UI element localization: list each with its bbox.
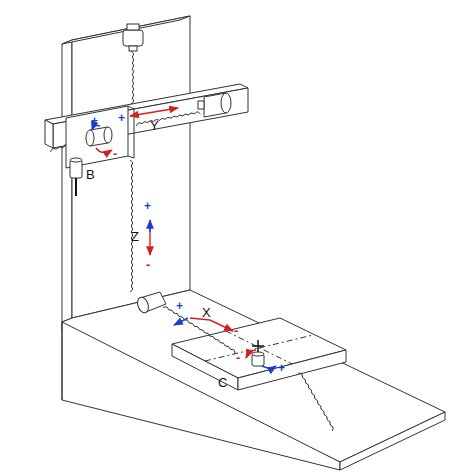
- y-rail: [45, 84, 248, 168]
- direction-sign: -: [146, 258, 150, 271]
- edge: [62, 322, 63, 400]
- z-arrow-plus: [149, 220, 150, 232]
- rotation-sign: -: [236, 351, 240, 364]
- c-arrow-minus: [246, 350, 256, 358]
- spindle: [70, 158, 82, 196]
- b-arrow-minus: [96, 148, 112, 153]
- wall-front: [72, 16, 190, 318]
- axis-label: X: [202, 306, 211, 319]
- lead-screw: [131, 51, 134, 104]
- motors: [70, 24, 231, 314]
- x-motor: [136, 292, 166, 314]
- y-arrow: [130, 108, 178, 116]
- wall-side: [62, 40, 72, 322]
- b-motor: [86, 127, 112, 146]
- x-arrow-minus: [210, 320, 233, 331]
- lead-screws: [50, 51, 333, 431]
- b-carriage: [66, 106, 128, 168]
- edge: [128, 106, 134, 109]
- frame: [62, 16, 445, 470]
- c-motor: [252, 352, 264, 366]
- axis-label: Y: [150, 119, 159, 132]
- rotation-sign: +: [278, 362, 285, 374]
- rotation-sign: +: [91, 115, 98, 127]
- rotary-table: [172, 318, 346, 390]
- edge: [134, 109, 135, 158]
- rail-end: [45, 120, 53, 148]
- edge: [128, 156, 134, 158]
- axis-arrows: [92, 108, 276, 368]
- table-side: [238, 350, 346, 390]
- lead-screw: [130, 160, 133, 292]
- lead-screw: [163, 307, 235, 354]
- y-motor: [198, 93, 231, 117]
- floor-side: [340, 412, 445, 470]
- x-arrow-plus: [174, 318, 188, 325]
- direction-sign: +: [176, 300, 183, 312]
- axis-label: Z: [131, 230, 139, 243]
- direction-sign: +: [118, 112, 125, 124]
- z-motor: [123, 24, 143, 51]
- axis-label: C: [218, 376, 227, 389]
- direction-sign: +: [144, 200, 151, 212]
- lead-screw: [298, 373, 333, 431]
- c-arrow-plus: [262, 366, 276, 368]
- axis-label: B: [86, 168, 95, 181]
- rotation-sign: -: [113, 147, 117, 160]
- table-front: [172, 344, 238, 390]
- lead-screw: [50, 144, 65, 152]
- direction-sign: -: [234, 324, 238, 337]
